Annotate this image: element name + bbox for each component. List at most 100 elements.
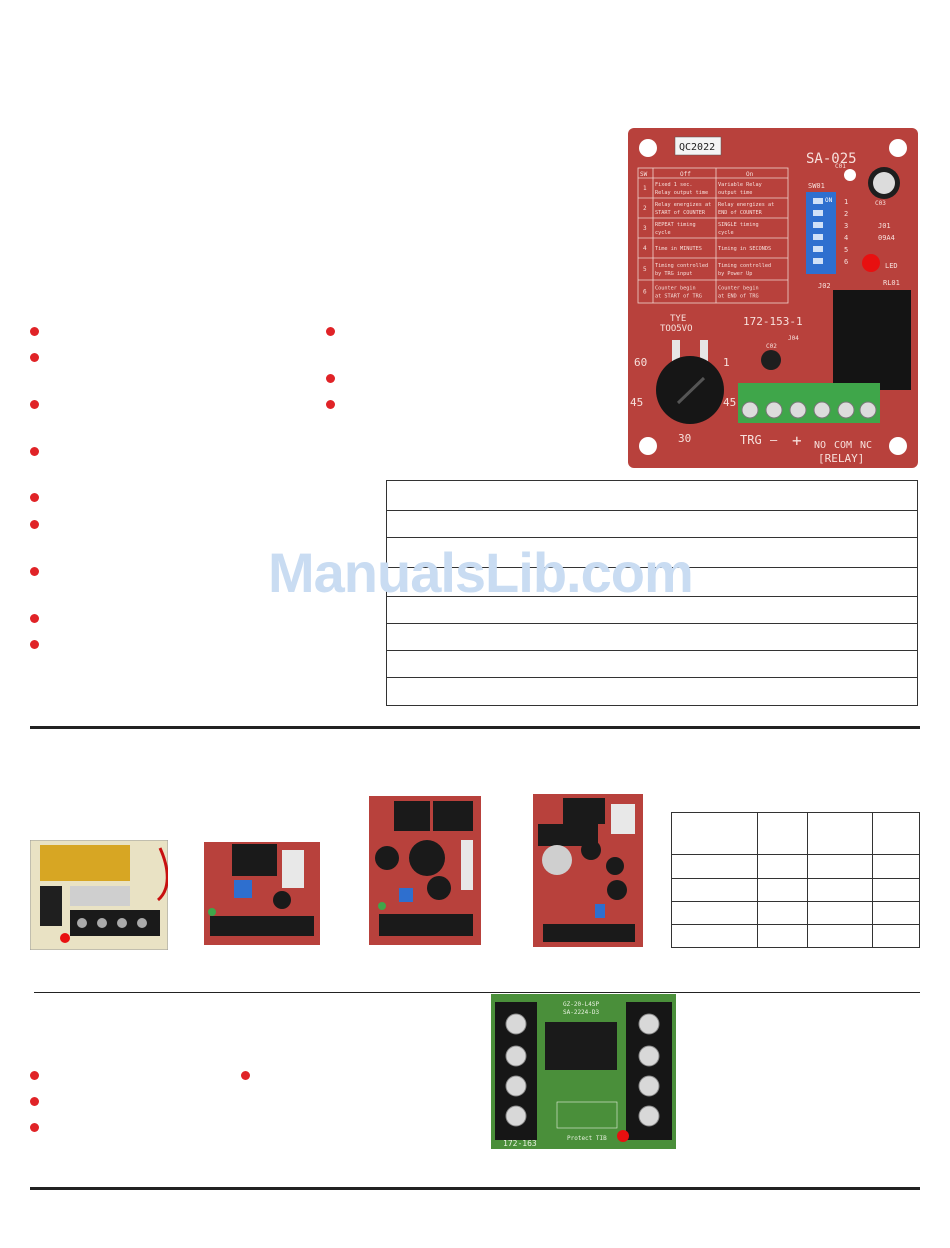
relay-component (833, 290, 911, 390)
svg-text:45: 45 (630, 396, 643, 409)
switch-table-cell: Relay output time (655, 190, 708, 196)
feature-bullet (30, 1123, 39, 1132)
svg-text:NO: NO (814, 440, 826, 451)
switch-table-cell: SINGLE timing (718, 222, 759, 228)
section-divider (30, 726, 920, 729)
switch-table-cell: 4 (643, 245, 647, 252)
specifications-table (386, 480, 918, 706)
svg-text:09A4: 09A4 (878, 234, 895, 242)
model-comparison-table (671, 812, 921, 948)
svg-text:COM: COM (834, 440, 852, 451)
dip-switch-number: 2 (844, 210, 848, 218)
module-footer-label: Protect TIB (567, 1135, 607, 1142)
switch-table-cell: Counter begin (655, 286, 696, 292)
switch-table-cell: Variable Relay (718, 182, 762, 188)
dip-switch-number: 6 (844, 258, 848, 266)
switch-table-cell: Timing controlled (718, 263, 771, 269)
table-row (387, 481, 917, 511)
dip-switch-number: 5 (844, 246, 848, 254)
feature-bullet (30, 520, 39, 529)
svg-text:1: 1 (723, 356, 730, 369)
switch-table-cell: at START of TRG (655, 294, 702, 300)
terminal-block (738, 383, 880, 423)
table-row (387, 678, 917, 705)
feature-bullet (326, 374, 335, 383)
feature-bullet (30, 614, 39, 623)
switch-table-cell: 5 (643, 266, 647, 273)
switch-table-header: SW (640, 171, 648, 178)
feature-bullet (326, 400, 335, 409)
feature-bullet (30, 400, 39, 409)
table-row (387, 624, 917, 651)
feature-bullet (241, 1071, 250, 1080)
svg-text:J02: J02 (818, 282, 831, 290)
watermark-text: ManualsLib.com (268, 541, 694, 604)
switch-table-cell: END of COUNTER (718, 210, 763, 216)
module-sub-label: SA-2224-D3 (563, 1009, 600, 1016)
switch-table-cell: 3 (643, 225, 647, 232)
switch-table-cell: Relay energizes at (655, 202, 711, 208)
board-model-label: SA-025 (806, 151, 857, 167)
module-top-label: GZ-20-L4SP (563, 1001, 600, 1008)
power-module-photo-red-small (204, 842, 320, 945)
switch-table-cell: Time in MINUTES (655, 246, 702, 252)
svg-text:J01: J01 (878, 222, 891, 230)
led-indicator (862, 254, 880, 272)
switch-table-cell: REPEAT timing (655, 222, 696, 228)
section-divider (34, 992, 920, 993)
feature-bullet (30, 327, 39, 336)
svg-text:[RELAY]: [RELAY] (818, 452, 864, 465)
feature-bullet (30, 353, 39, 362)
switch-table-cell: START of COUNTER (655, 210, 706, 216)
power-module-photo-red-medium (369, 796, 481, 945)
switch-table-header: Off (680, 171, 691, 178)
dip-switch-number: 4 (844, 234, 848, 242)
svg-text:TYE: TYE (670, 314, 686, 324)
relay-module-photo-green: GZ-20-L4SP SA-2224-D3 172-163 Protect TI… (491, 994, 676, 1149)
svg-text:RL01: RL01 (883, 279, 900, 287)
feature-bullet (326, 327, 335, 336)
switch-table-cell: cycle (655, 230, 671, 236)
svg-text:C03: C03 (875, 200, 886, 207)
dip-switch-number: 1 (844, 198, 848, 206)
feature-bullet (30, 640, 39, 649)
switch-table-cell: output time (718, 190, 752, 196)
table-row (671, 812, 921, 855)
module-part-number: 172-163 (503, 1139, 537, 1148)
switch-table-cell: by TRG input (655, 271, 692, 277)
switch-settings-table (637, 167, 789, 304)
switch-table-cell: by Power Up (718, 271, 752, 277)
svg-text:NC: NC (860, 440, 872, 451)
table-row (671, 901, 921, 925)
feature-bullet (30, 1071, 39, 1080)
feature-bullet (30, 447, 39, 456)
switch-table-cell: Fixed 1 sec. (655, 182, 692, 188)
section-divider (30, 1187, 920, 1190)
feature-bullet (30, 1097, 39, 1106)
switch-table-cell: 6 (643, 289, 647, 296)
switch-table-header: On (746, 171, 754, 178)
table-row (387, 511, 917, 538)
switch-table-cell: Relay energizes at (718, 202, 774, 208)
switch-block-label: SW01 (808, 182, 825, 190)
svg-text:45: 45 (723, 396, 736, 409)
svg-text:J04: J04 (788, 335, 799, 342)
table-row (387, 568, 917, 597)
table-row (671, 854, 921, 879)
table-row (387, 597, 917, 624)
svg-text:30: 30 (678, 432, 691, 445)
board-part-number: 172-153-1 (743, 315, 803, 328)
switch-table-cell: Timing in SECONDS (718, 246, 771, 252)
svg-text:60: 60 (634, 356, 647, 369)
switch-table-cell: 2 (643, 205, 647, 212)
svg-text:ON: ON (825, 197, 833, 204)
power-module-photo-gold (29, 839, 169, 951)
power-module-photo-red-large (533, 794, 643, 947)
switch-table-cell: 1 (643, 185, 647, 192)
table-row (387, 538, 917, 568)
table-row (387, 651, 917, 678)
svg-text:TOO5VO: TOO5VO (660, 324, 693, 334)
svg-text:LED: LED (885, 262, 898, 270)
svg-text:TRG: TRG (740, 433, 762, 447)
dip-switch-number: 3 (844, 222, 848, 230)
